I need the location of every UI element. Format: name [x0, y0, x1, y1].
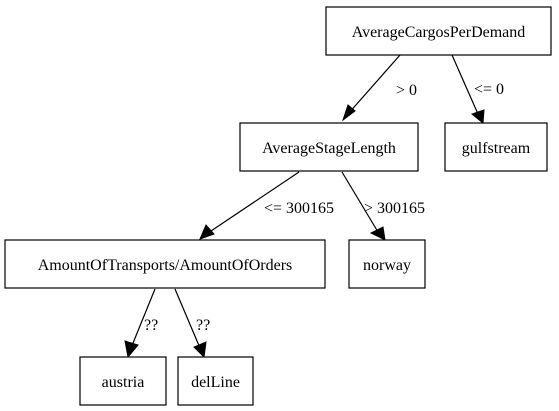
node-label-average-cargos-per-demand: AverageCargosPerDemand	[352, 24, 526, 41]
node-label-average-stage-length: AverageStageLength	[262, 140, 396, 157]
node-amount-of-transports-per-orders: AmountOfTransports/AmountOfOrders	[4, 239, 326, 289]
node-austria: austria	[79, 356, 167, 406]
node-label-gulfstream: gulfstream	[462, 140, 531, 157]
edge-stage-length-to-norway	[341, 171, 386, 241]
edge-transports-to-austria	[124, 288, 156, 359]
edge-label-unknown-left: ??	[144, 317, 158, 334]
node-gulfstream: gulfstream	[444, 122, 548, 172]
edge-label-less-equal-300165: <= 300165	[264, 200, 334, 217]
node-label-austria: austria	[102, 374, 145, 391]
node-norway: norway	[348, 239, 426, 289]
edge-root-to-stage-length	[342, 54, 401, 122]
node-label-amount-of-transports-per-orders: AmountOfTransports/AmountOfOrders	[38, 257, 293, 274]
edge-transports-to-delline	[174, 288, 207, 359]
edge-label-greater-than-0: > 0	[396, 82, 417, 99]
node-label-norway: norway	[363, 257, 411, 274]
edge-label-less-equal-0: <= 0	[474, 81, 504, 98]
node-average-cargos-per-demand: AverageCargosPerDemand	[325, 6, 552, 56]
edge-label-greater-than-300165: > 300165	[364, 200, 425, 217]
node-label-delline: delLine	[191, 374, 240, 391]
edge-root-to-gulfstream	[451, 54, 485, 124]
node-average-stage-length: AverageStageLength	[239, 122, 419, 172]
node-delline: delLine	[177, 356, 254, 406]
edge-stage-length-to-transports	[199, 171, 300, 240]
edge-label-unknown-right: ??	[196, 317, 210, 334]
